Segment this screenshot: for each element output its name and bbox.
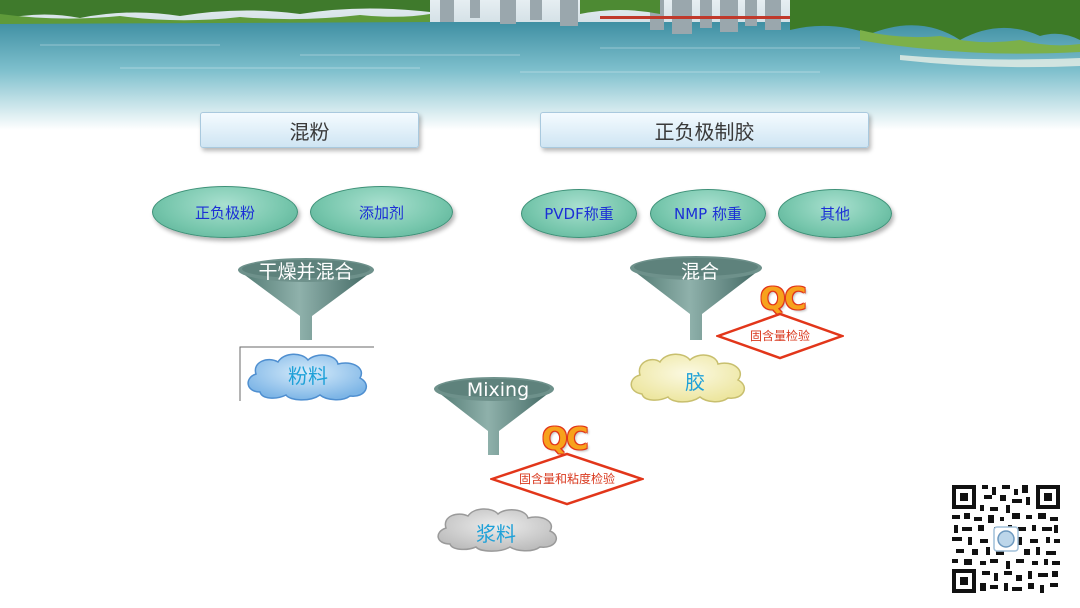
river-landscape-banner xyxy=(0,0,1080,130)
funnel-binder-mix-label: 混合 xyxy=(680,261,719,283)
header-binder-prep-label: 正负极制胶 xyxy=(654,119,755,144)
funnel-mixing-icon xyxy=(434,377,554,455)
funnel-mixing-label: Mixing xyxy=(466,379,530,401)
qc-binder-diamond xyxy=(716,312,844,360)
cloud-powder-icon xyxy=(247,353,368,401)
oval-nmp-label: NMP 称重 xyxy=(674,205,742,223)
oval-electrode-powder-label: 正负极粉 xyxy=(194,203,255,222)
oval-additive-label: 添加剂 xyxy=(358,203,404,222)
oval-additive: 添加剂 xyxy=(310,186,453,238)
oval-other: 其他 xyxy=(778,189,892,238)
qc-binder-label: 固含量检验 xyxy=(749,329,810,343)
oval-nmp: NMP 称重 xyxy=(650,189,766,238)
header-binder-prep: 正负极制胶 xyxy=(540,112,869,148)
qr-code-icon xyxy=(950,483,1062,595)
header-mixing-powder: 混粉 xyxy=(200,112,419,148)
cloud-glue-icon xyxy=(630,353,746,403)
oval-pvdf: PVDF称重 xyxy=(521,189,637,238)
cloud-slurry-icon xyxy=(437,508,558,552)
qc-binder-mark: QC xyxy=(760,282,807,317)
cloud-glue-label: 胶 xyxy=(685,370,705,394)
oval-other-label: 其他 xyxy=(819,205,850,223)
header-mixing-powder-label: 混粉 xyxy=(289,119,330,144)
qc-slurry-label: 固含量和粘度检验 xyxy=(518,472,615,486)
cloud-slurry-label: 浆料 xyxy=(476,522,516,546)
powder-selection-bracket xyxy=(239,346,374,401)
oval-electrode-powder: 正负极粉 xyxy=(152,186,298,238)
funnel-binder-mix-icon xyxy=(630,256,762,340)
oval-pvdf-label: PVDF称重 xyxy=(544,205,614,223)
funnel-dry-mix-label: 干燥并混合 xyxy=(258,261,354,283)
funnel-dry-mix-icon xyxy=(238,258,374,340)
qc-slurry-mark: QC xyxy=(542,422,589,457)
qc-slurry-diamond xyxy=(490,452,644,506)
cloud-powder-label: 粉料 xyxy=(288,364,328,388)
